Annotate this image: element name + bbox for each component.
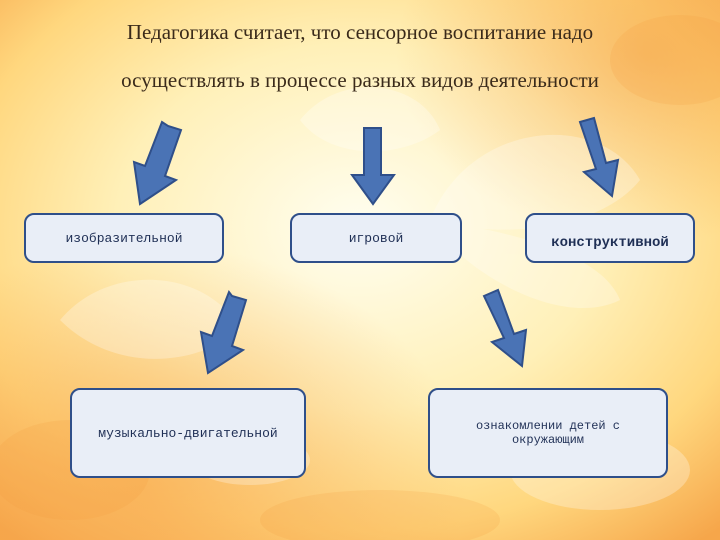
activity-label-play: игровой: [348, 231, 404, 246]
arrow-to-box4: [199, 289, 248, 375]
title-line-2: осуществлять в процессе разных видов дея…: [121, 68, 599, 92]
title-line-1: Педагогика считает, что сенсорное воспит…: [126, 20, 594, 44]
activity-label-music-motor: музыкально-двигательной: [98, 425, 278, 441]
arrow-to-box1: [132, 120, 183, 206]
arrow-to-box5: [482, 288, 528, 368]
activity-label-environment-line2: окружающим: [511, 433, 584, 447]
activity-box-visual: изобразительной: [24, 213, 224, 263]
activity-box-environment: ознакомлении детей с окружающим: [428, 388, 668, 478]
activity-label-visual: изобразительной: [65, 230, 183, 246]
activity-box-constructive: конструктивной: [525, 213, 695, 263]
activity-box-play: игровой: [290, 213, 462, 263]
activity-label-constructive: конструктивной: [551, 235, 669, 251]
activity-label-environment-line1: ознакомлении детей с: [475, 419, 621, 433]
activity-box-music-motor: музыкально-двигательной: [70, 388, 306, 478]
arrow-to-box2: [350, 127, 396, 206]
arrow-to-box3: [578, 116, 620, 198]
